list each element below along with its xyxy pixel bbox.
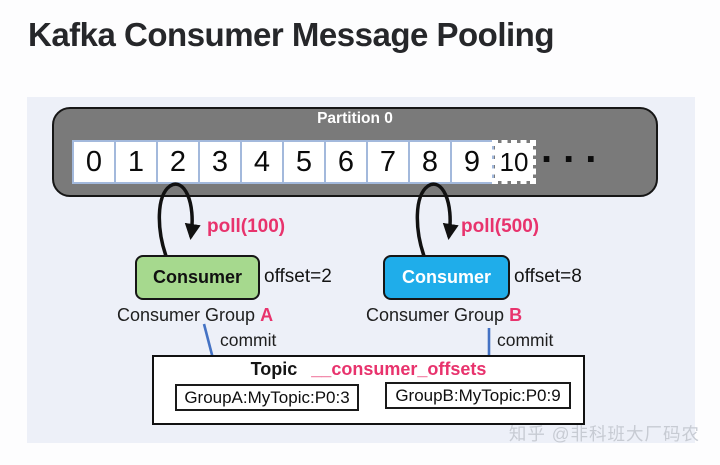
partition-cell: 4 [240, 140, 284, 184]
commit-label-a: commit [220, 330, 277, 350]
group-text: Consumer Group [366, 305, 505, 325]
topic-word: Topic [250, 359, 298, 379]
partition-cell: 2 [156, 140, 200, 184]
partition-ellipsis: ... [541, 127, 608, 171]
partition-cell: 6 [324, 140, 368, 184]
poll-label-a: poll(100) [207, 216, 286, 237]
topic-name: __consumer_offsets [311, 359, 487, 379]
offset-label-a: offset=2 [264, 266, 332, 287]
offsets-topic-header: Topic __consumer_offsets [152, 359, 585, 380]
partition-cell: 1 [114, 140, 158, 184]
partition-cell: 5 [282, 140, 326, 184]
group-text: Consumer Group [117, 305, 256, 325]
partition-cell-next: 10 [492, 140, 536, 184]
partition-cells-row: 0 1 2 3 4 5 6 7 8 9 10 [72, 140, 536, 184]
group-id: B [509, 305, 523, 325]
partition-cell: 3 [198, 140, 242, 184]
poll-label-b: poll(500) [461, 216, 540, 237]
offset-entry-a: GroupA:MyTopic:P0:3 [175, 384, 359, 411]
partition-label: Partition 0 [317, 110, 393, 127]
offset-entry-b: GroupB:MyTopic:P0:9 [385, 382, 571, 409]
consumer-box-a: Consumer [135, 255, 260, 300]
partition-cell: 7 [366, 140, 410, 184]
watermark: 知乎 @非科班大厂码农 [508, 424, 700, 444]
partition-cell: 9 [450, 140, 494, 184]
consumer-box-b: Consumer [383, 255, 510, 300]
partition-cell: 8 [408, 140, 452, 184]
group-id: A [260, 305, 274, 325]
offset-label-b: offset=8 [514, 266, 582, 287]
commit-label-b: commit [497, 330, 554, 350]
partition-cell: 0 [72, 140, 116, 184]
page-title: Kafka Consumer Message Pooling [28, 16, 554, 53]
